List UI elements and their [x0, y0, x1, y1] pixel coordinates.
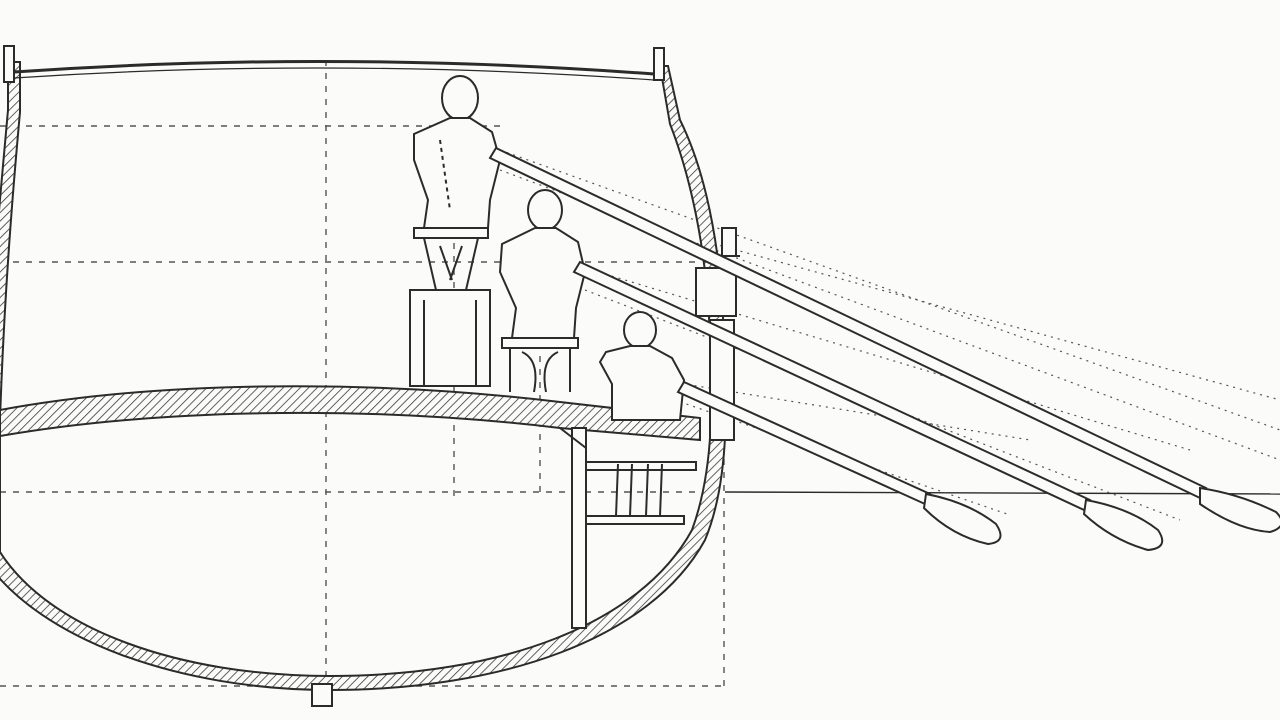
middle-seat	[501, 337, 579, 349]
oar-middle	[572, 260, 1164, 552]
top-rail	[13, 59, 655, 76]
rower-upper	[413, 75, 502, 229]
interior-frame	[559, 427, 697, 629]
keel	[311, 683, 333, 707]
right-stanchion	[653, 47, 665, 81]
deck-beam	[0, 385, 701, 442]
rower-seats	[409, 227, 579, 393]
rower-lower	[598, 311, 686, 517]
oar-upper	[488, 146, 1280, 534]
outrigger	[695, 227, 740, 441]
waterline	[724, 491, 1280, 495]
hull	[0, 45, 727, 707]
oar-lower	[676, 380, 1002, 546]
upper-seat-top	[413, 227, 489, 239]
upper-seat-pedestal	[409, 289, 491, 387]
oar-sweep-lines	[499, 149, 1280, 521]
rower-middle	[498, 189, 587, 339]
left-stanchion	[3, 45, 15, 83]
